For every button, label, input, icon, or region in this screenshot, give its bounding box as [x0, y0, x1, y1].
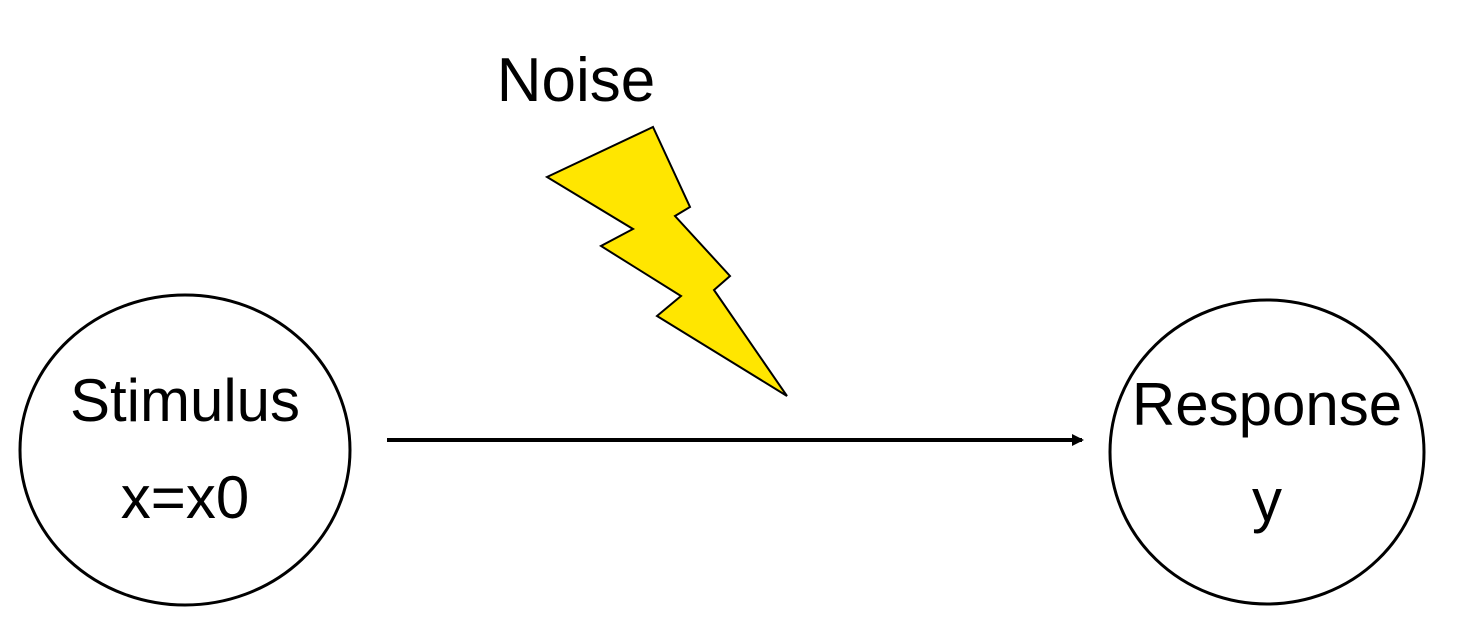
noise-label: Noise — [497, 46, 656, 115]
response-label: Response — [1132, 371, 1402, 438]
response-node: Response y — [1108, 298, 1426, 606]
lightning-bolt-icon — [544, 125, 788, 397]
stimulus-value: x=x0 — [121, 464, 249, 531]
response-circle — [1108, 298, 1426, 606]
stimulus-label: Stimulus — [70, 367, 300, 434]
stimulus-node: Stimulus x=x0 — [18, 293, 352, 607]
stimulus-circle — [18, 293, 352, 607]
response-value: y — [1252, 467, 1282, 534]
